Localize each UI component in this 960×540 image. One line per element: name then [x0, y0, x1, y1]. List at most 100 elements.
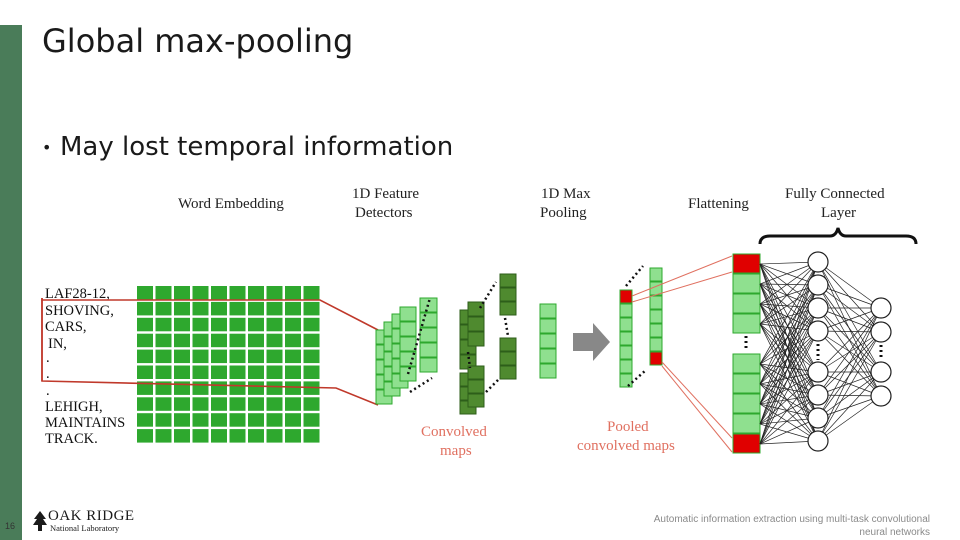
feature-map-stack: [375, 297, 438, 405]
pooled-map-cell: [649, 351, 663, 366]
label-fully-connected-line1: Fully Connected: [785, 186, 885, 202]
embedding-cell: [137, 317, 153, 332]
fc-edge: [759, 303, 819, 396]
embedding-cell: [155, 317, 172, 332]
word-token: CARS,: [45, 319, 87, 335]
embedding-cell: [229, 333, 246, 348]
fc-edge: [759, 323, 819, 419]
embedding-cell: [155, 349, 172, 364]
embedding-cell: [192, 286, 209, 300]
fc-edge: [759, 330, 819, 405]
embedding-cell: [192, 333, 209, 348]
embedding-cell: [192, 301, 209, 316]
feature-cell: [399, 306, 417, 322]
embedding-cell: [192, 429, 209, 443]
feature-cell: [419, 327, 438, 343]
embedding-cell: [266, 286, 283, 300]
fc-edge: [817, 371, 882, 442]
convolved-cell: [499, 273, 517, 288]
embedding-cell: [248, 286, 264, 300]
connector-dots: [406, 297, 432, 375]
fc-edge: [759, 330, 819, 385]
embedding-cell: [248, 333, 264, 348]
bullet-text: May lost temporal information: [60, 132, 454, 162]
embedding-cell: [229, 397, 246, 411]
embedding-cell: [303, 349, 320, 364]
fc-edge: [759, 394, 819, 445]
embedding-cell: [303, 301, 320, 316]
word-token: MAINTAINS: [45, 415, 125, 431]
fc-edge: [759, 263, 819, 373]
fc-edge: [759, 284, 819, 385]
convolved-cell: [467, 379, 485, 394]
embedding-cell: [155, 286, 172, 300]
fc-edge: [759, 284, 819, 365]
pooled-convolved-maps: [619, 255, 733, 453]
embedding-cell: [303, 333, 320, 348]
embedding-cell: [192, 381, 209, 395]
convolved-maps-column: [459, 273, 517, 415]
word-token: LEHIGH,: [45, 399, 103, 415]
hidden-neuron: [807, 320, 829, 342]
fc-edge: [817, 307, 882, 419]
hidden-neuron: [807, 297, 829, 319]
fc-edge: [759, 330, 819, 445]
oak-ridge-logo: OAK RIDGE National Laboratory: [32, 508, 135, 536]
convolved-cell: [499, 337, 517, 352]
slide-number: 16: [5, 521, 16, 531]
hidden-neuron: [807, 361, 829, 383]
embedding-cell: [174, 301, 190, 316]
map-link-line: [631, 271, 733, 303]
logo-name: OAK RIDGE: [48, 508, 135, 524]
fc-edge: [759, 363, 819, 419]
embedding-cell: [266, 317, 283, 332]
embedding-cell: [137, 349, 153, 364]
flattened-vector: [732, 253, 761, 454]
pooled-map-cell: [649, 309, 663, 324]
fc-edge: [817, 261, 882, 333]
flatten-cell: [732, 413, 761, 434]
embedding-cell: [155, 365, 172, 379]
fc-bracket: [758, 227, 918, 245]
pooled-map-cell: [649, 337, 663, 352]
window-lines: [41, 298, 379, 406]
pooled-map-cell: [619, 373, 633, 388]
fully-connected-network: [759, 251, 892, 452]
embedding-cell: [303, 413, 320, 427]
feature-cell: [419, 312, 438, 328]
embedding-cell: [285, 301, 301, 316]
fc-edge: [817, 371, 882, 397]
embedding-cell: [192, 397, 209, 411]
embedding-cell: [285, 349, 301, 364]
fc-edge: [759, 371, 819, 425]
fc-edge: [759, 363, 819, 442]
right-arrow-icon: [573, 323, 610, 361]
embedding-cell: [211, 365, 227, 379]
embedding-cell: [266, 397, 283, 411]
convolved-cell: [499, 365, 517, 380]
embedding-cell: [137, 301, 153, 316]
embedding-cell: [303, 365, 320, 379]
fc-edge: [817, 307, 882, 396]
pooled-cell: [539, 303, 557, 319]
fc-edge: [817, 371, 882, 419]
fc-edge: [759, 263, 819, 309]
fc-edge: [759, 261, 819, 325]
label-pooled-line2: convolved maps: [577, 438, 675, 454]
label-feature-detectors-line2: Detectors: [355, 205, 413, 221]
fc-edge: [759, 307, 819, 405]
embedding-cell: [266, 349, 283, 364]
embedding-cell: [211, 301, 227, 316]
embedding-cell: [229, 349, 246, 364]
map-link-line: [661, 365, 733, 453]
embedding-cell: [211, 333, 227, 348]
fc-edge: [759, 383, 819, 419]
convolved-cell: [499, 287, 517, 302]
fc-edge: [817, 284, 882, 309]
fc-edge: [759, 283, 819, 373]
fc-edge: [759, 283, 819, 332]
word-token: .: [46, 350, 50, 366]
pooled-cell: [539, 318, 557, 334]
feature-cell: [399, 351, 417, 367]
word-list: LAF28-12,SHOVING,CARS,IN,...LEHIGH,MAINT…: [45, 286, 125, 447]
